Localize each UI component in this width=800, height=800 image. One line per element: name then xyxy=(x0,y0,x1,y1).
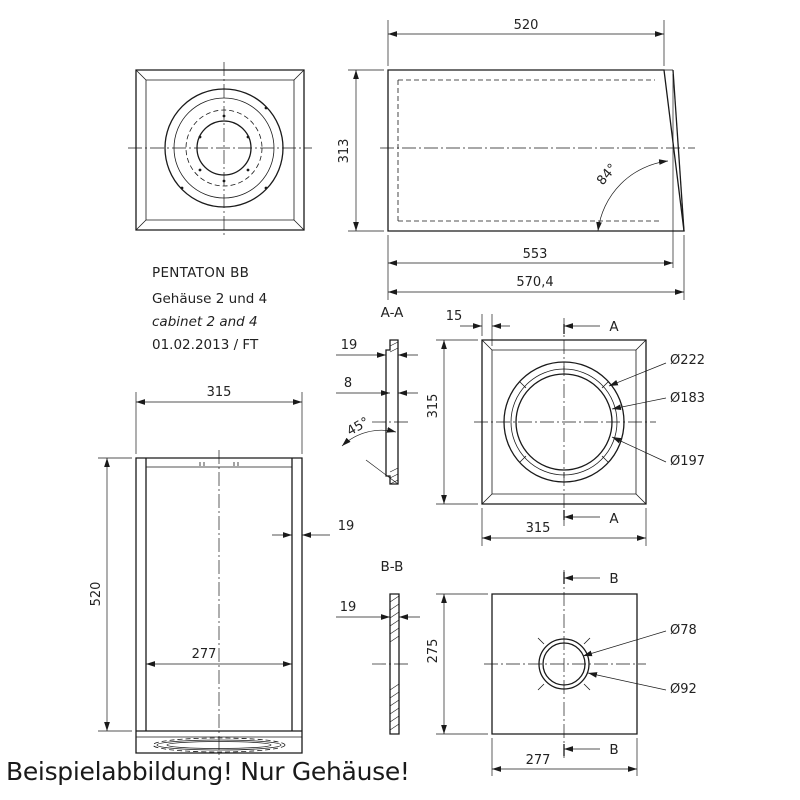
section-a-dim-315-w: 315 xyxy=(482,508,646,546)
section-b-title: B-B xyxy=(381,559,404,575)
section-b-hatch xyxy=(390,596,399,730)
project-title: PENTATON BB xyxy=(152,265,249,281)
section-a-dia-197: Ø197 xyxy=(612,437,705,469)
dim-15-label: 15 xyxy=(446,309,463,324)
dia-222-label: Ø222 xyxy=(670,353,705,368)
dim-570-label: 570,4 xyxy=(516,275,553,290)
angle-45-label: 45° xyxy=(345,415,372,440)
cut-a-top-label: A xyxy=(609,319,619,335)
top-view-tick-marks xyxy=(200,462,238,466)
section-a-dia-222: Ø222 xyxy=(609,353,705,386)
section-b-cut-marker-top: B xyxy=(564,571,619,587)
section-a-dim-15: 15 xyxy=(446,309,510,346)
cut-a-bottom-label: A xyxy=(609,511,619,527)
section-b-panel: B B 275 277 Ø78 Ø92 xyxy=(426,570,697,776)
dim-277-top-label: 277 xyxy=(192,647,217,662)
top-view-dim-315: 315 xyxy=(136,385,302,454)
dim-315-a-width-label: 315 xyxy=(526,521,551,536)
subtitle-english: cabinet 2 and 4 xyxy=(152,314,258,330)
section-a-cut-marker-bottom: A xyxy=(564,510,619,527)
top-view-dim-277: 277 xyxy=(146,647,292,667)
side-view-dim-553: 553 xyxy=(388,74,673,300)
section-b-dia-78: Ø78 xyxy=(583,623,697,656)
dim-520-top-label: 520 xyxy=(89,582,104,607)
dia-78-label: Ø78 xyxy=(670,623,697,638)
section-b-dia-92: Ø92 xyxy=(588,672,697,697)
top-view-dim-19: 19 xyxy=(272,519,355,538)
dim-315-top-label: 315 xyxy=(207,385,232,400)
section-a-panel: A A 15 315 315 Ø222 xyxy=(426,309,705,546)
side-view-dim-313: 313 xyxy=(337,70,384,231)
subtitle-german: Gehäuse 2 und 4 xyxy=(152,291,267,307)
top-view: 315 520 19 277 xyxy=(89,385,354,760)
section-b-dim-275: 275 xyxy=(426,594,488,734)
section-a-profile: A-A 19 8 45° xyxy=(336,305,418,484)
dim-19-a-label: 19 xyxy=(341,338,358,353)
date-author: 01.02.2013 / FT xyxy=(152,337,259,353)
section-a-dim-8: 8 xyxy=(336,376,418,396)
dim-8-label: 8 xyxy=(344,376,352,391)
front-panel-view xyxy=(128,62,312,238)
side-view-dim-570: 570,4 xyxy=(388,235,684,300)
section-a-dia-183: Ø183 xyxy=(612,391,705,411)
side-view-angle-84: 84° xyxy=(594,159,668,231)
dia-183-label: Ø183 xyxy=(670,391,705,406)
section-a-dim-315-h: 315 xyxy=(426,340,478,504)
section-b-dim-19: 19 xyxy=(336,600,420,620)
dim-19-b-label: 19 xyxy=(340,600,357,615)
angle-84-label: 84° xyxy=(594,161,620,188)
section-a-hatch xyxy=(390,342,398,484)
dim-313-label: 313 xyxy=(337,139,352,164)
dim-553-label: 553 xyxy=(523,247,548,262)
section-a-cut-marker-top: A xyxy=(564,319,619,335)
example-image-caption: Beispielabbildung! Nur Gehäuse! xyxy=(6,757,410,786)
dim-19-top-label: 19 xyxy=(338,519,355,534)
dim-277-b-label: 277 xyxy=(526,753,551,768)
cut-b-bottom-label: B xyxy=(609,742,618,758)
section-a-title: A-A xyxy=(381,305,405,321)
cut-b-top-label: B xyxy=(609,571,618,587)
section-b-profile: B-B 19 xyxy=(336,559,420,734)
side-view: 520 313 553 570,4 84° xyxy=(337,18,695,300)
side-view-dim-520: 520 xyxy=(388,18,664,66)
section-b-dim-277: 277 xyxy=(492,738,637,776)
dim-520-label: 520 xyxy=(514,18,539,33)
dia-92-label: Ø92 xyxy=(670,682,697,697)
section-b-flare-ticks xyxy=(538,638,590,690)
section-a-dim-19: 19 xyxy=(336,338,418,358)
dia-197-label: Ø197 xyxy=(670,454,705,469)
title-block: PENTATON BB Gehäuse 2 und 4 cabinet 2 an… xyxy=(152,265,267,353)
dim-275-label: 275 xyxy=(426,639,441,664)
top-view-dim-520: 520 xyxy=(89,458,132,731)
section-a-angle-45: 45° xyxy=(342,415,398,484)
section-b-cut-marker-bottom: B xyxy=(564,742,619,758)
dim-315-a-height-label: 315 xyxy=(426,394,441,419)
